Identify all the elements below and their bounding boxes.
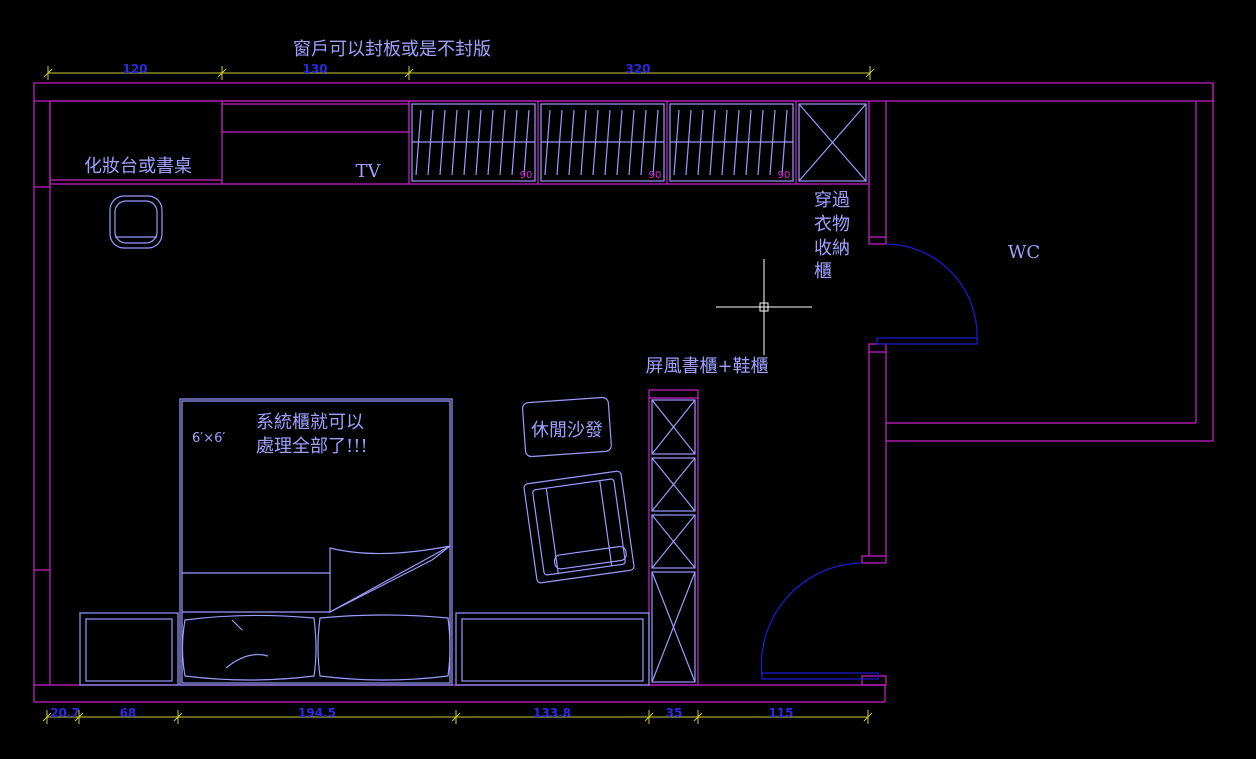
tv-label: TV — [355, 161, 381, 182]
top-dimension-line — [43, 66, 875, 80]
dim-bottom-2: 68 — [120, 706, 137, 720]
dim-bottom-6: 115 — [768, 706, 793, 720]
wardrobe-label-line-2: 衣物 — [814, 214, 850, 235]
armchair — [523, 470, 635, 584]
wardrobe-unit-3 — [669, 103, 794, 182]
wardrobe-unit-2 — [540, 103, 665, 182]
sofa-label: 休閒沙發 — [531, 420, 603, 441]
closet-depth-3: 90 — [778, 170, 791, 181]
dim-bottom-3: 194.5 — [298, 706, 336, 720]
closet-depth-2: 90 — [649, 170, 662, 181]
window-note: 窗戶可以封板或是不封版 — [293, 39, 491, 60]
wardrobe-label-line-4: 櫃 — [814, 261, 832, 282]
sofa-label-box — [521, 396, 612, 458]
system-cabinet-note-line-2: 處理全部了!!! — [256, 436, 368, 457]
dim-top-2: 130 — [302, 62, 327, 76]
wc-label: WC — [1008, 242, 1040, 263]
bed — [179, 398, 453, 686]
corner-storage-box — [798, 103, 867, 182]
system-cabinet-note-line-1: 系統櫃就可以 — [256, 412, 364, 433]
vanity-chair — [109, 195, 163, 249]
dim-bottom-1: 20.7 — [50, 706, 80, 720]
wc-door — [876, 243, 978, 345]
room-walls — [33, 82, 1214, 703]
dim-bottom-5: 35 — [666, 706, 683, 720]
bottom-dimension-line — [42, 710, 873, 724]
wardrobe-label-line-1: 穿過 — [814, 190, 850, 211]
dim-top-3: 320 — [625, 62, 650, 76]
cad-crosshair-cursor — [716, 259, 812, 355]
top-cabinet-row — [49, 100, 870, 185]
screen-cabinet-label: 屏風書櫃+鞋櫃 — [645, 356, 768, 377]
closet-depth-1: 90 — [520, 170, 533, 181]
left-nightstand — [79, 612, 179, 686]
wardrobe-unit-1 — [411, 103, 536, 182]
wardrobe-label-line-3: 收納 — [814, 238, 850, 259]
right-low-cabinet — [455, 612, 650, 686]
screen-bookcase — [648, 389, 699, 686]
entry-door — [760, 562, 879, 680]
dim-top-1: 120 — [122, 62, 147, 76]
dim-bottom-4: 133.8 — [533, 706, 571, 720]
vanity-label: 化妝台或書桌 — [84, 156, 192, 177]
bed-size-label: 6′×6′ — [192, 431, 225, 446]
